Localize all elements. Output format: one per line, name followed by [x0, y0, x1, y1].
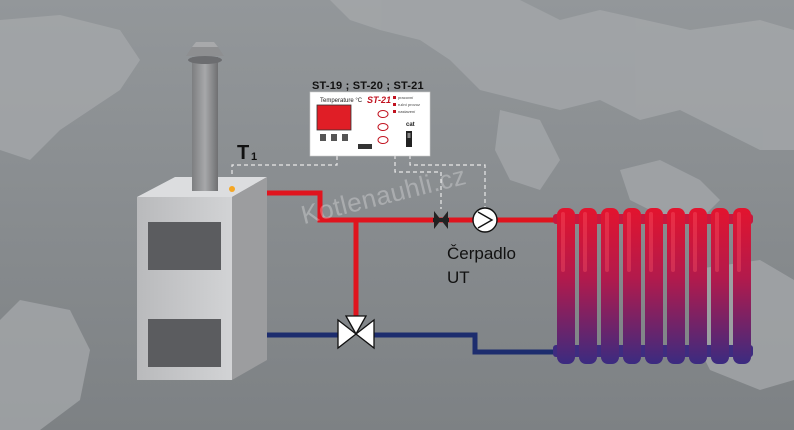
controller-brand: ST-21: [367, 95, 392, 105]
return-pipe: [267, 332, 560, 355]
circulation-pump-icon: [472, 207, 498, 233]
boiler-lower-door: [148, 319, 221, 367]
controller-display-label: Temperature °C: [320, 98, 363, 104]
signal-wires: [231, 155, 486, 209]
sensor-label: T: [237, 142, 250, 164]
boiler: [137, 42, 267, 380]
mixing-valve-icon: [337, 315, 375, 350]
pump-label-line1: Čerpadlo: [447, 244, 516, 263]
controller-panel: [309, 91, 431, 157]
controller-menu-item: ruční provoz: [398, 102, 421, 107]
boiler-upper-door: [148, 222, 221, 270]
chimney: [192, 57, 218, 191]
controller-cat-label: cat: [406, 122, 415, 128]
controller-menu-item: pracovní: [398, 95, 414, 100]
controller-display: [316, 104, 352, 131]
radiator: [553, 208, 753, 364]
controller-model-label: ST-19 ; ST-20 ; ST-21: [312, 80, 424, 92]
sensor-subscript: 1: [251, 151, 258, 163]
controller-power-switch: [406, 131, 412, 147]
controller-button-menu: [377, 136, 389, 144]
controller-button-plus: [377, 110, 389, 118]
pump-label-line2: UT: [447, 268, 470, 287]
controller-button-minus: [377, 123, 389, 131]
check-valve-icon: [433, 211, 449, 229]
sensor-t1-dot: [229, 186, 235, 192]
chimney-cap: [186, 47, 224, 56]
controller-menu-item: nastavení: [398, 109, 416, 114]
